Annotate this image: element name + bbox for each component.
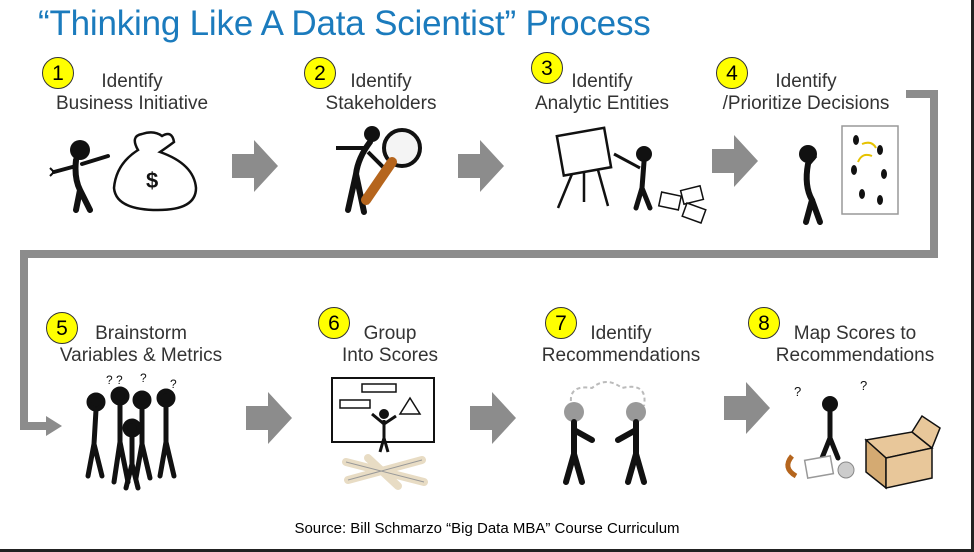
whiteboard-icon bbox=[331, 377, 435, 490]
thinking-people-icon bbox=[563, 381, 647, 485]
step-2-number-badge: 2 bbox=[304, 57, 336, 89]
step-3-label-line2: Analytic Entities bbox=[534, 93, 670, 114]
money-bag-icon: $ bbox=[49, 131, 198, 213]
step-5-label-line1: Brainstorm bbox=[95, 323, 187, 344]
step-7-label: Identify Recommendations bbox=[524, 323, 718, 367]
flow-arrow-6 bbox=[470, 392, 516, 444]
step-5-number-badge: 5 bbox=[46, 312, 78, 344]
step-4-number-badge: 4 bbox=[716, 57, 748, 89]
step-1-number-badge: 1 bbox=[42, 57, 74, 89]
step-1-label: Identify Business Initiative bbox=[40, 71, 224, 115]
svg-text:?: ? bbox=[170, 377, 177, 391]
step-3-number-badge: 3 bbox=[531, 52, 563, 84]
step-8-label: Map Scores to Recommendations bbox=[760, 323, 950, 367]
step-4-label-line2: /Prioritize Decisions bbox=[722, 93, 890, 114]
step-3-label-line1: Identify bbox=[571, 71, 633, 92]
step-7-label-line1: Identify bbox=[590, 323, 652, 344]
source-caption: Source: Bill Schmarzo “Big Data MBA” Cou… bbox=[294, 520, 680, 537]
magnifying-glass-icon bbox=[336, 126, 422, 215]
step-5-label-line2: Variables & Metrics bbox=[59, 345, 223, 366]
crowd-question-icon: ? ? ? ? bbox=[85, 372, 177, 491]
step-2-label: Identify Stakeholders bbox=[298, 71, 464, 115]
step-1-label-line1: Identify bbox=[101, 71, 163, 92]
page-title: “Thinking Like A Data Scientist” Process bbox=[38, 4, 651, 43]
svg-text:? ?: ? ? bbox=[106, 373, 123, 387]
step-6-label-line2: Into Scores bbox=[341, 345, 439, 366]
step-8-label-line1: Map Scores to bbox=[793, 323, 917, 344]
footprints-board-icon bbox=[799, 125, 899, 225]
flow-arrow-5 bbox=[246, 392, 292, 444]
step-6-label-line1: Group bbox=[363, 323, 417, 344]
svg-text:?: ? bbox=[140, 372, 147, 385]
flow-arrow-3 bbox=[712, 135, 758, 187]
step-7-number-badge: 7 bbox=[545, 307, 577, 339]
step-3-label: Identify Analytic Entities bbox=[520, 71, 684, 115]
step-6-label: Group Into Scores bbox=[320, 323, 460, 367]
step-2-label-line1: Identify bbox=[350, 71, 412, 92]
flow-arrow-7 bbox=[724, 382, 770, 434]
easel-icon bbox=[555, 126, 707, 224]
flow-arrow-1 bbox=[232, 140, 278, 192]
step-6-number-badge: 6 bbox=[318, 307, 350, 339]
svg-text:$: $ bbox=[146, 168, 158, 193]
step-2-label-line2: Stakeholders bbox=[325, 93, 437, 114]
flow-arrow-2 bbox=[458, 140, 504, 192]
step-4-label: Identify /Prioritize Decisions bbox=[708, 71, 904, 115]
step-4-label-line1: Identify bbox=[775, 71, 837, 92]
step-8-label-line2: Recommendations bbox=[775, 345, 935, 366]
svg-text:?: ? bbox=[860, 378, 867, 393]
step-7-label-line2: Recommendations bbox=[541, 345, 701, 366]
row-connector-arrow bbox=[20, 90, 938, 436]
box-puzzle-icon: ? ? bbox=[785, 378, 941, 490]
step-5-label: Brainstorm Variables & Metrics bbox=[46, 323, 236, 367]
step-8-number-badge: 8 bbox=[748, 307, 780, 339]
svg-text:?: ? bbox=[794, 384, 801, 399]
step-1-label-line2: Business Initiative bbox=[55, 93, 209, 114]
